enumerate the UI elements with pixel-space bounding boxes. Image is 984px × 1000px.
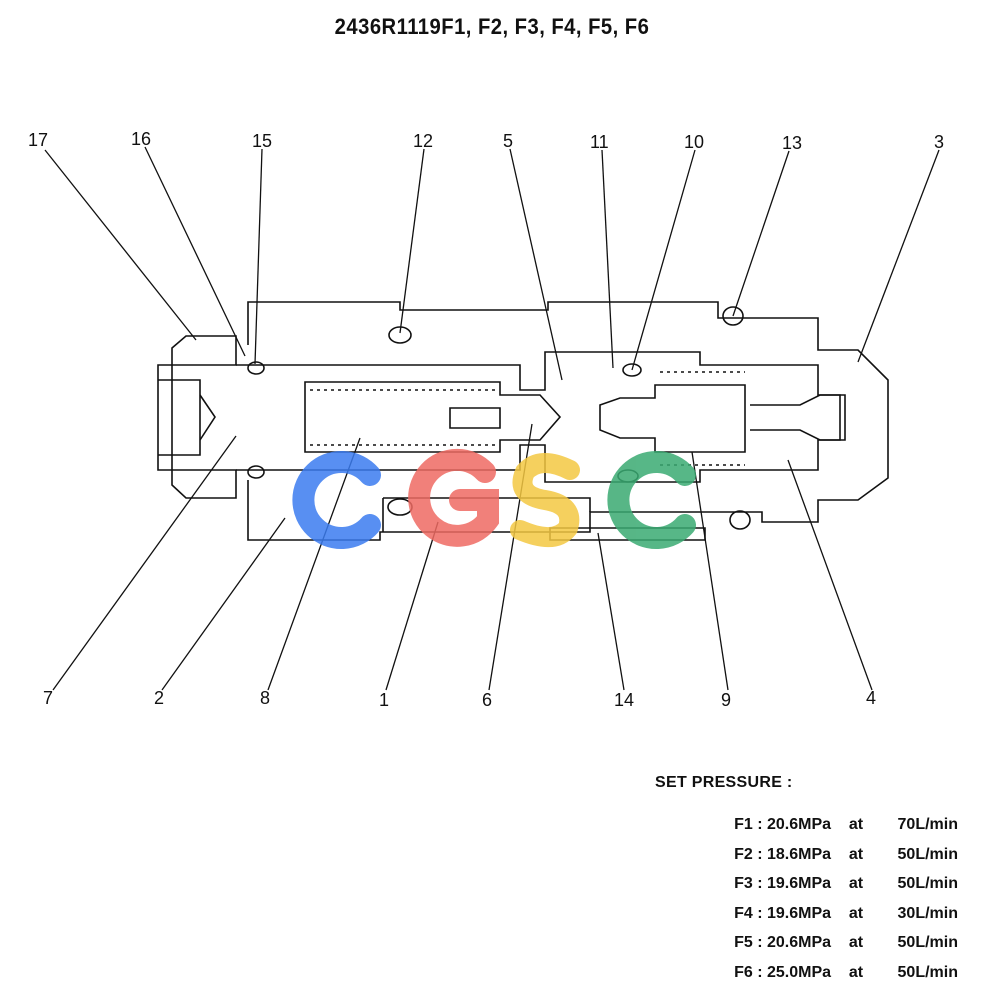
row-flow: 70L/min bbox=[897, 816, 958, 833]
row-label: F1 : bbox=[734, 816, 763, 833]
row-flow: 50L/min bbox=[897, 845, 958, 863]
valve-body-outline bbox=[157, 301, 889, 541]
row-label: F2 : bbox=[734, 845, 763, 863]
row-at: at bbox=[848, 816, 864, 833]
row-pressure: 25.0MPa bbox=[767, 963, 832, 981]
callout-10: 10 bbox=[684, 132, 704, 152]
set-pressure-heading: SET PRESSURE : bbox=[655, 774, 793, 791]
callout-8: 8 bbox=[260, 688, 270, 708]
pressure-row: F5 : 20.6MPa at 50L/min bbox=[734, 934, 958, 964]
row-at: at bbox=[848, 934, 864, 951]
row-label: F5 : bbox=[734, 934, 763, 951]
row-at: at bbox=[848, 904, 864, 922]
pressure-row: F6 : 25.0MPa at 50L/min bbox=[734, 964, 958, 994]
callout-2: 2 bbox=[154, 688, 164, 708]
callout-4: 4 bbox=[866, 688, 876, 708]
callout-12: 12 bbox=[413, 131, 433, 151]
callout-16: 16 bbox=[131, 129, 151, 149]
row-pressure: 18.6MPa bbox=[767, 845, 832, 863]
row-flow: 50L/min bbox=[897, 875, 958, 892]
callout-13: 13 bbox=[782, 133, 802, 153]
pressure-row: F3 : 19.6MPa at 50L/min bbox=[734, 875, 958, 905]
row-flow: 50L/min bbox=[897, 963, 958, 981]
leader-lines bbox=[44, 146, 940, 691]
callout-15: 15 bbox=[252, 131, 272, 151]
row-at: at bbox=[848, 963, 864, 981]
watermark-letter-c2 bbox=[607, 451, 696, 549]
callout-17: 17 bbox=[28, 130, 48, 150]
row-pressure: 19.6MPa bbox=[767, 904, 832, 922]
callout-labels: 17 16 15 12 5 11 10 13 3 7 2 8 1 6 14 9 … bbox=[28, 129, 944, 710]
cgsc-watermark bbox=[292, 448, 696, 549]
row-label: F3 : bbox=[734, 875, 763, 892]
row-label: F6 : bbox=[734, 963, 763, 981]
set-pressure-list: F1 : 20.6MPa at 70L/min F2 : 18.6MPa at 50L/… bbox=[734, 816, 958, 993]
watermark-letter-g bbox=[408, 448, 499, 547]
row-pressure: 20.6MPa bbox=[767, 816, 832, 833]
callout-11: 11 bbox=[590, 132, 609, 152]
callout-14: 14 bbox=[614, 690, 634, 710]
row-at: at bbox=[848, 875, 864, 892]
pressure-row: F4 : 19.6MPa at 30L/min bbox=[734, 905, 958, 935]
callout-9: 9 bbox=[721, 690, 731, 710]
callout-1: 1 bbox=[379, 690, 389, 710]
row-label: F4 : bbox=[734, 904, 763, 922]
callout-5: 5 bbox=[503, 131, 513, 151]
row-pressure: 20.6MPa bbox=[767, 934, 832, 951]
pressure-row: F1 : 20.6MPa at 70L/min bbox=[734, 816, 958, 846]
callout-6: 6 bbox=[482, 690, 492, 710]
pressure-row: F2 : 18.6MPa at 50L/min bbox=[734, 846, 958, 876]
row-pressure: 19.6MPa bbox=[767, 875, 832, 892]
watermark-letter-s bbox=[510, 453, 580, 547]
row-at: at bbox=[848, 845, 864, 863]
callout-7: 7 bbox=[43, 688, 53, 708]
row-flow: 30L/min bbox=[897, 904, 958, 922]
watermark-letter-c1 bbox=[292, 451, 381, 549]
diagram-title: 2436R1119F1, F2, F3, F4, F5, F6 bbox=[334, 14, 650, 39]
callout-3: 3 bbox=[934, 132, 944, 152]
row-flow: 50L/min bbox=[897, 934, 958, 951]
